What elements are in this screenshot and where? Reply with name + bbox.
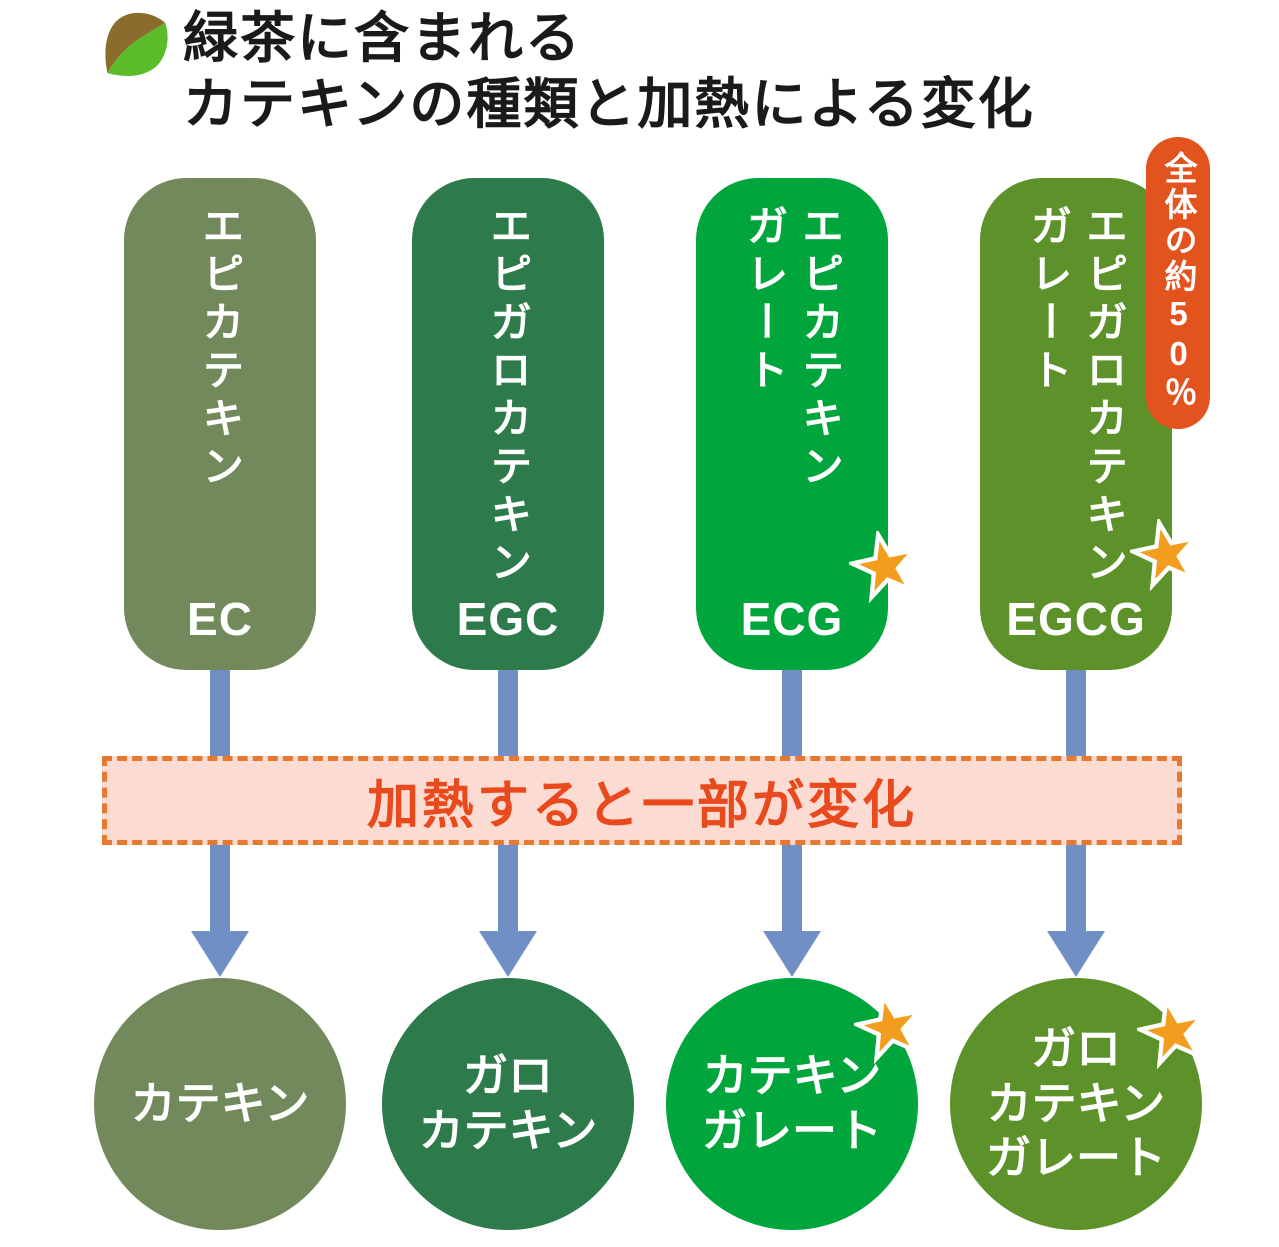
circle-gallocatechin: ガロ カテキン (382, 978, 634, 1230)
arrowhead-egcg-icon (1047, 931, 1105, 977)
heating-change-banner-label: 加熱すると一部が変化 (366, 777, 917, 835)
pill-epigallocatechin-name: エピガロカテキン (480, 178, 535, 670)
circle-catechin: カテキン (94, 978, 346, 1230)
leaf-icon (100, 8, 174, 88)
arrow-stem-egcg-lower (1066, 844, 1086, 933)
arrow-stem-ec-upper (210, 666, 230, 758)
arrow-stem-ecg-lower (782, 844, 802, 933)
pill-name-sub: ガレート (741, 204, 788, 396)
pill-epigallocatechin-code: EGC (456, 593, 560, 645)
circle-gallocatechin-gallate: ガロ カテキン ガレート (950, 978, 1202, 1230)
total-share-badge-label: 全体の約50％ (1160, 151, 1197, 411)
pill-epicatechin-code: EC (187, 593, 253, 645)
circle-gallocatechin-label: ガロ カテキン (418, 1050, 598, 1156)
pill-epicatechin-gallate: エピカテキンガレート ECG (696, 178, 888, 670)
pill-epigallocatechin-gallate: エピガロカテキンガレート EGCG (980, 178, 1172, 670)
pill-name-sub: ガレート (1025, 204, 1072, 396)
star-icon (1133, 993, 1209, 1070)
page-title: 緑茶に含まれるカテキンの種類と加熱による変化 (183, 6, 1035, 138)
heating-change-banner: 加熱すると一部が変化 (102, 756, 1182, 845)
arrowhead-ecg-icon (763, 931, 821, 977)
pill-name-main: エピガロカテキン (484, 204, 532, 588)
star-icon (850, 988, 926, 1065)
pill-epicatechin-name: エピカテキン (192, 178, 247, 670)
pill-epigallocatechin: エピガロカテキン EGC (412, 178, 604, 670)
star-icon (1126, 515, 1202, 592)
title-line-1: 緑茶に含まれる (183, 8, 583, 69)
arrow-stem-ecg-upper (782, 666, 802, 758)
circle-catechin-label: カテキン (130, 1077, 310, 1129)
arrow-stem-egc-lower (498, 844, 518, 933)
arrow-stem-egc-upper (498, 666, 518, 758)
pill-name-main: エピカテキン (796, 204, 844, 492)
arrowhead-egc-icon (479, 931, 537, 977)
arrow-stem-ec-lower (210, 844, 230, 933)
pill-epicatechin-gallate-name: エピカテキンガレート (737, 178, 848, 670)
pill-epigallocatechin-gallate-name: エピガロカテキンガレート (1021, 178, 1132, 670)
pill-name-main: エピカテキン (196, 204, 244, 492)
pill-epicatechin: エピカテキン EC (124, 178, 316, 670)
circle-gallocatechin-gallate-label: ガロ カテキン ガレート (985, 1022, 1166, 1184)
title-line-2: カテキンの種類と加熱による変化 (183, 74, 1035, 135)
pill-epigallocatechin-gallate-code: EGCG (1006, 593, 1146, 645)
circle-catechin-gallate-label: カテキン ガレート (701, 1050, 882, 1156)
star-icon (845, 527, 921, 604)
arrowhead-ec-icon (191, 931, 249, 977)
pill-name-main: エピガロカテキン (1080, 204, 1128, 588)
arrow-stem-egcg-upper (1066, 666, 1086, 758)
total-share-badge: 全体の約50％ (1146, 137, 1210, 429)
pill-epicatechin-gallate-code: ECG (740, 593, 844, 645)
